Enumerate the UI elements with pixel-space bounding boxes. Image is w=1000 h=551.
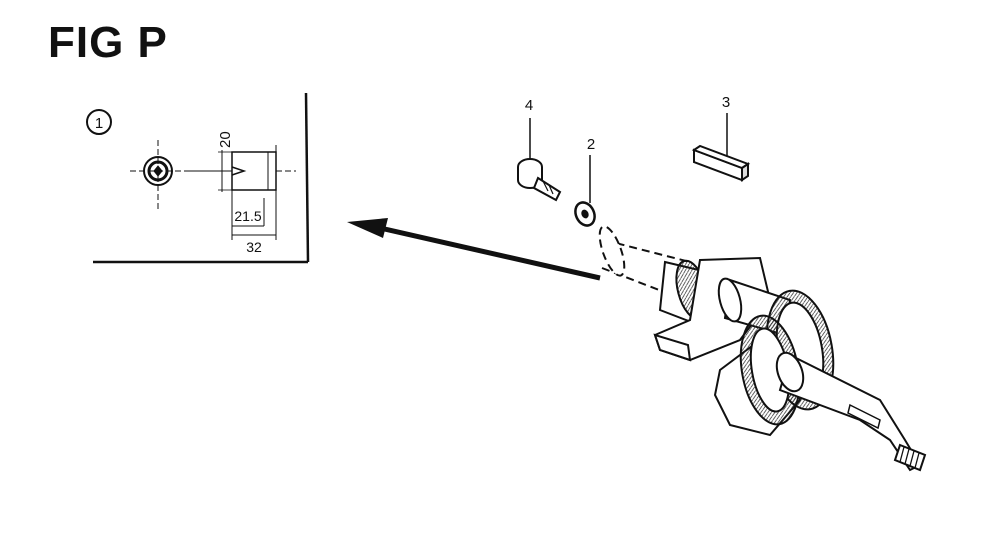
detail-inset [93, 92, 310, 264]
detail-callout-label: 1 [95, 115, 103, 132]
part-4-bolt [517, 118, 562, 202]
part-4-label: 4 [525, 97, 533, 114]
reference-arrow [347, 218, 601, 281]
part-3-label: 3 [722, 94, 730, 111]
part-3-key [691, 113, 751, 182]
shaft-side-view [186, 145, 296, 240]
dim-offset-label: 21.5 [234, 208, 261, 224]
figure-title: FIG P [48, 18, 168, 67]
part-2-washer [574, 155, 596, 227]
dim-height-label: 20 [217, 131, 234, 148]
crankshaft [598, 225, 927, 472]
dim-length-label: 32 [246, 239, 262, 255]
detail-callout: 1 [86, 109, 112, 135]
shaft-end-view [130, 140, 186, 212]
part-2-label: 2 [587, 136, 595, 153]
